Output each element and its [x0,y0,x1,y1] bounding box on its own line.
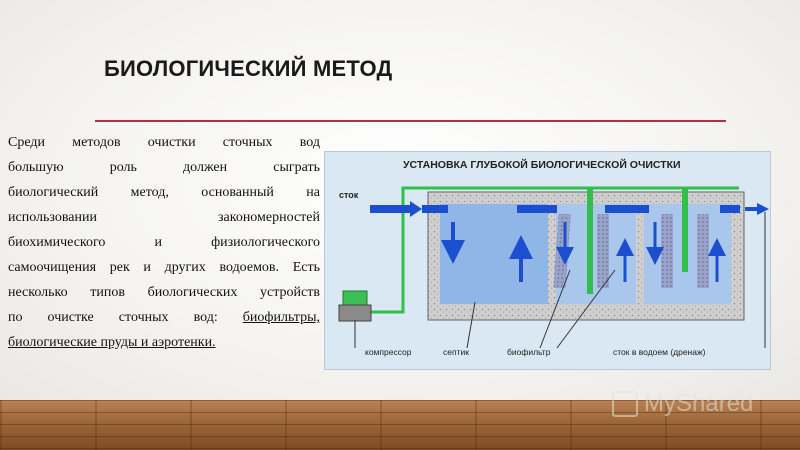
slide-title: БИОЛОГИЧЕСКИЙ МЕТОД [104,56,393,81]
transfer-pipe [605,205,649,213]
watermark-icon [612,391,638,417]
body-line-with-link: по очистке сточных вод: биофильтры, [8,305,320,330]
body-line: Среди методов очистки сточных вод [8,135,320,150]
inflow-pipe [370,205,410,213]
inflow-pipe [422,205,448,213]
filter-media [661,214,673,288]
ponds-aerotanks-link[interactable]: биологические пруды и аэротенки. [8,335,216,350]
leader-line [556,269,616,349]
outflow-arrow [757,203,769,215]
label-biofilter: биофильтр [507,347,551,357]
biofilters-link[interactable]: биофильтры, [242,310,320,325]
leader-line [539,269,571,349]
body-line: самоочищения рек и других водоемов. Есть [8,260,320,275]
diagram-title: УСТАНОВКА ГЛУБОКОЙ БИОЛОГИЧЕСКОЙ ОЧИСТКИ [403,158,681,171]
title-underline [95,120,726,122]
body-line: по очистке сточных вод: [8,310,243,325]
label-septic: септик [443,347,469,357]
body-line: биологический метод, основанный на [8,185,320,200]
body-line: биохимического и физиологического [8,235,320,250]
watermark-text: MyShared [644,390,754,417]
septic-chamber [440,204,548,304]
label-inflow: сток [339,190,359,200]
treatment-diagram-svg: УСТАНОВКА ГЛУБОКОЙ БИОЛОГИЧЕСКОЙ ОЧИСТКИ [338,158,769,357]
air-riser [682,188,688,272]
compressor-unit [342,290,368,306]
filter-media [597,214,609,288]
air-pipe [347,186,739,314]
label-outflow: сток в водоем (дренаж) [613,347,706,357]
wooden-floor [0,400,800,450]
body-line: несколько типов биологических устройств [8,285,320,300]
leader-line [466,301,476,349]
outflow-pipe [720,205,740,213]
outflow-arrow-shaft [745,207,757,211]
filter-media [697,214,709,288]
inflow-arrow [410,201,422,217]
label-compressor: компрессор [365,347,412,357]
transfer-pipe [517,205,557,213]
treatment-diagram: УСТАНОВКА ГЛУБОКОЙ БИОЛОГИЧЕСКОЙ ОЧИСТКИ [324,151,771,370]
body-line: большую роль должен сыграть [8,160,320,175]
air-riser [587,188,593,294]
body-paragraph: Среди методов очистки сточных вод большу… [8,130,320,355]
compressor-base [338,304,372,322]
watermark: MyShared [612,390,753,418]
body-line: использовании закономерностей [8,210,320,225]
body-line-last: биологические пруды и аэротенки. [8,330,320,355]
